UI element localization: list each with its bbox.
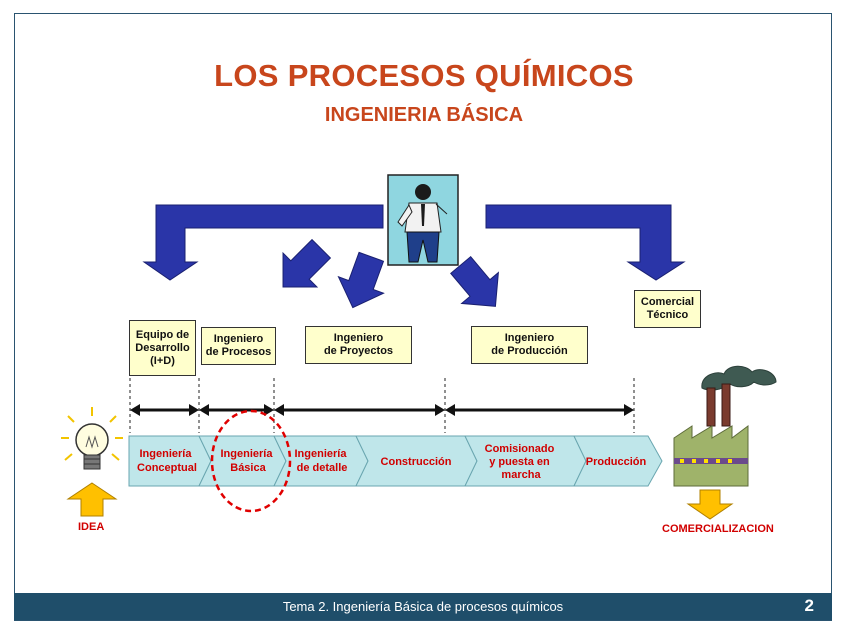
process-chevrons <box>128 435 663 487</box>
arrow-left-l <box>142 204 384 281</box>
person-icon <box>387 174 459 266</box>
slide-subtitle: INGENIERIA BÁSICA <box>324 104 524 126</box>
role-box-proyectos: Ingeniero de Proyectos <box>305 326 412 364</box>
role-box-id: Equipo de Desarrollo (I+D) <box>129 320 196 376</box>
footer-text: Tema 2. Ingeniería Básica de procesos qu… <box>282 599 564 614</box>
page-number: 2 <box>804 596 814 615</box>
stage-basica: Ingeniería Básica <box>220 448 275 474</box>
arrow-diag-1 <box>282 238 332 288</box>
role-box-produccion: Ingeniero de Producción <box>471 326 588 364</box>
stage-construccion: Construcción <box>381 456 452 468</box>
commercialization-down-arrow <box>686 489 734 520</box>
commercialization-label: COMERCIALIZACION <box>662 523 774 535</box>
role-box-procesos: Ingeniero de Procesos <box>201 327 276 365</box>
slide-frame <box>14 13 832 621</box>
arrow-diag-3 <box>450 255 499 307</box>
timeline-spans <box>130 404 634 416</box>
stage-conceptual: Ingeniería Conceptual <box>137 448 197 474</box>
stage-produccion: Producción <box>586 456 647 468</box>
arrow-diag-2 <box>337 251 385 309</box>
timeline-dividers <box>129 378 635 433</box>
lightbulb-icon <box>61 407 123 470</box>
stage-comisionado: Comisionado y puesta en marcha <box>485 443 558 481</box>
idea-label: IDEA <box>78 521 105 533</box>
factory-icon <box>673 365 777 487</box>
slide-title: LOS PROCESOS QUÍMICOS <box>214 58 634 93</box>
highlight-circle <box>210 409 292 513</box>
footer-bar: Tema 2. Ingeniería Básica de procesos qu… <box>14 593 832 620</box>
role-box-comercial: Comercial Técnico <box>634 290 701 328</box>
idea-up-arrow <box>66 482 118 517</box>
arrow-right-l <box>485 204 686 281</box>
stage-detalle: Ingeniería de detalle <box>294 448 349 474</box>
